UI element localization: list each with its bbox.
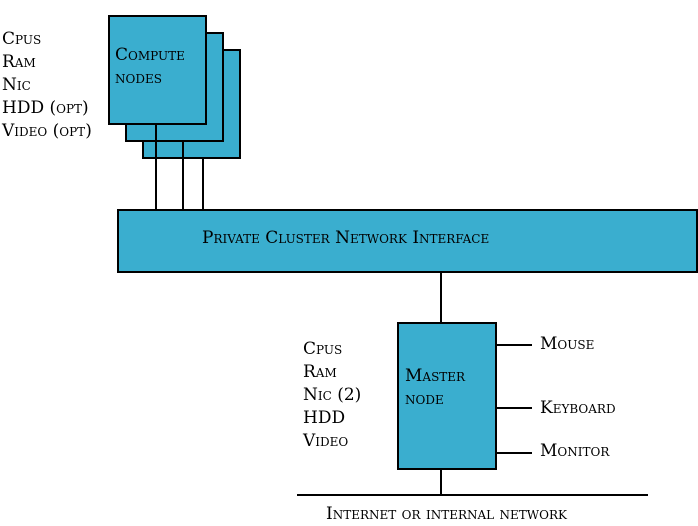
compute-spec-hdd: HDD (opt) [2, 98, 89, 118]
compute-spec-video: Video (opt) [2, 121, 92, 141]
master-spec-video: Video [303, 431, 349, 451]
master-spec-nic: Nic (2) [303, 385, 362, 405]
compute-spec-ram: Ram [2, 52, 36, 72]
network-interface-box [117, 209, 698, 273]
peripheral-mouse: Mouse [540, 334, 595, 354]
master-spec-ram: Ram [303, 362, 337, 382]
external-network-label: Internet or internal network [326, 504, 567, 524]
master-spec-cpus: Cpus [303, 339, 343, 359]
master-title-line-2: node [405, 389, 444, 409]
peripheral-monitor: Monitor [540, 441, 610, 461]
peripheral-keyboard: Keyboard [540, 398, 616, 418]
master-specs-list: Cpus Ram Nic (2) HDD Video [303, 338, 361, 453]
compute-title-line-1: Compute [115, 45, 185, 65]
network-interface-label: Private Cluster Network Interface [202, 228, 490, 248]
compute-specs-list: Cpus Ram Nic HDD (opt) Video (opt) [2, 28, 92, 143]
master-spec-hdd: HDD [303, 408, 346, 428]
master-node-box [397, 322, 497, 470]
compute-node-box-1 [108, 15, 207, 125]
compute-title-line-2: nodes [115, 68, 162, 88]
compute-spec-nic: Nic [2, 75, 31, 95]
master-title-line-1: Master [405, 366, 466, 386]
compute-spec-cpus: Cpus [2, 29, 42, 49]
master-node-title: Master node [405, 365, 493, 411]
compute-node-title: Compute nodes [115, 44, 205, 90]
